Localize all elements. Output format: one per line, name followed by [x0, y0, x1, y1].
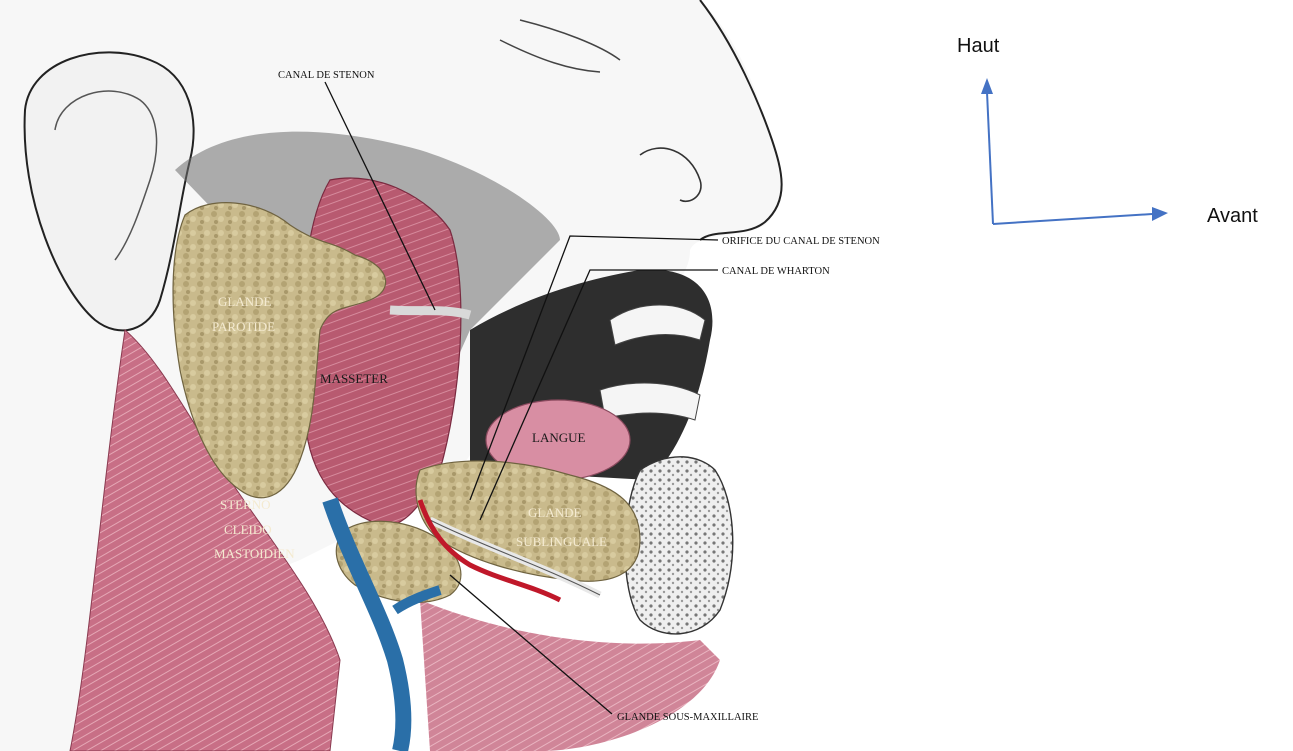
- orientation-axes: [981, 78, 1168, 224]
- label-langue: LANGUE: [532, 430, 585, 445]
- label-avant: Avant: [1207, 205, 1258, 227]
- label-scm-3: MASTOIDIEN: [214, 546, 295, 561]
- label-scm-2: CLEIDO: [224, 522, 272, 537]
- arrow-up-head: [981, 78, 993, 94]
- label-haut: Haut: [957, 35, 1000, 57]
- label-parotide-1: GLANDE: [218, 294, 271, 309]
- label-scm-1: STERNO: [220, 497, 271, 512]
- label-glande-sous-maxillaire: GLANDE SOUS-MAXILLAIRE: [617, 712, 758, 723]
- label-canal-stenon: CANAL DE STENON: [278, 70, 375, 81]
- label-parotide-2: PAROTIDE: [212, 319, 275, 334]
- stenon-duct: [390, 310, 470, 315]
- mandible-bone: [625, 457, 733, 634]
- label-masseter: MASSETER: [320, 371, 388, 386]
- label-orifice-stenon: ORIFICE DU CANAL DE STENON: [722, 236, 880, 247]
- label-sublinguale-2: SUBLINGUALE: [516, 534, 607, 549]
- arrow-forward-head: [1152, 207, 1168, 221]
- arrow-up: [987, 92, 993, 224]
- label-sublinguale-1: GLANDE: [528, 505, 581, 520]
- label-canal-wharton: CANAL DE WHARTON: [722, 266, 830, 277]
- arrow-forward: [993, 214, 1152, 224]
